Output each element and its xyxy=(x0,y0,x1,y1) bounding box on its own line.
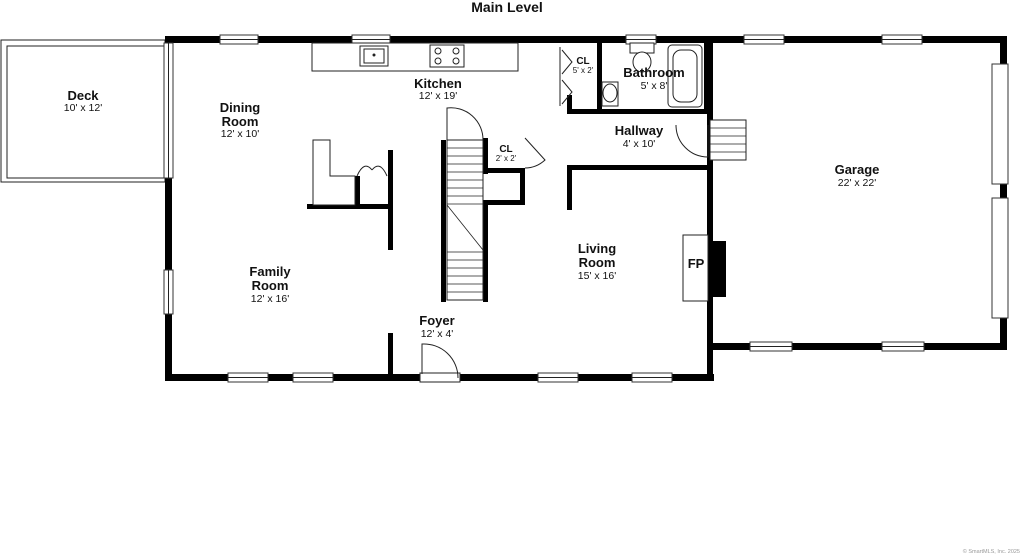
windows xyxy=(163,34,1009,383)
room-labels: Deck 10' x 12' Dining Room 12' x 10' Kit… xyxy=(64,56,880,340)
kitchen-dim: 12' x 19' xyxy=(419,90,457,102)
deck-area xyxy=(0,39,166,183)
dining-dim: 12' x 10' xyxy=(221,128,259,140)
hallway-dim: 4' x 10' xyxy=(623,138,656,150)
dining-name-2: Room xyxy=(222,114,259,129)
garage-name: Garage xyxy=(835,162,880,177)
foyer-dim: 12' x 4' xyxy=(421,328,454,340)
living-dim: 15' x 16' xyxy=(578,270,616,282)
stairs xyxy=(446,107,747,301)
plan-title: Main Level xyxy=(471,0,543,15)
fireplace-hearth xyxy=(682,234,709,302)
cl1-dim: 5' x 2' xyxy=(573,66,594,75)
copyright-footer: © SmartMLS, Inc. 2025 xyxy=(963,548,1020,555)
closet-doors xyxy=(559,47,573,106)
dining-name-1: Dining xyxy=(220,100,260,115)
cl2-dim: 2' x 2' xyxy=(496,154,517,163)
hallway-name: Hallway xyxy=(615,123,664,138)
deck-dim: 10' x 12' xyxy=(64,102,102,114)
cl1-name: CL xyxy=(576,56,589,67)
living-name-2: Room xyxy=(579,255,616,270)
fp-label: FP xyxy=(688,256,705,271)
entry-door xyxy=(419,343,461,383)
deck-name: Deck xyxy=(67,88,99,103)
garage-dim: 22' x 22' xyxy=(838,177,876,189)
bathroom-name: Bathroom xyxy=(623,65,684,80)
living-name-1: Living xyxy=(578,241,616,256)
closet-2x2-door xyxy=(524,137,546,169)
family-name-2: Room xyxy=(252,278,289,293)
cl2-name: CL xyxy=(499,144,512,155)
bathroom-dim: 5' x 8' xyxy=(641,80,668,92)
exterior-walls xyxy=(165,36,1007,381)
dining-cabinet xyxy=(312,139,388,206)
kitchen-counter xyxy=(311,42,519,72)
kitchen-name: Kitchen xyxy=(414,76,462,91)
family-name-1: Family xyxy=(249,264,291,279)
interior-walls xyxy=(307,43,726,377)
foyer-name: Foyer xyxy=(419,313,454,328)
family-dim: 12' x 16' xyxy=(251,293,289,305)
bathroom-fixtures xyxy=(601,42,703,108)
